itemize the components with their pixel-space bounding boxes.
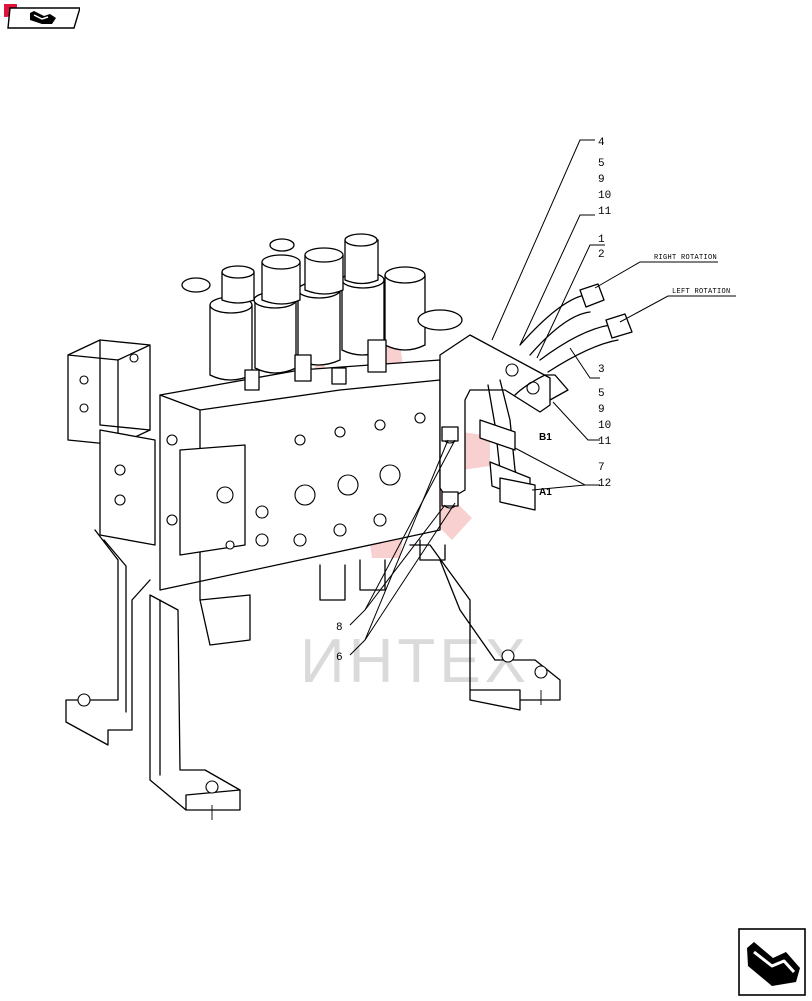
callout-8: 8 bbox=[336, 622, 343, 634]
callout-2: 2 bbox=[598, 249, 605, 261]
solenoid-coils bbox=[181, 233, 463, 381]
auxiliary-valve-block bbox=[67, 339, 156, 546]
port-a1-label: A1 bbox=[539, 487, 552, 498]
control-valve-body bbox=[159, 359, 446, 646]
leader-lines bbox=[349, 139, 736, 656]
right-rotation-label: RIGHT ROTATION bbox=[654, 254, 717, 262]
callout-9b: 9 bbox=[598, 404, 605, 416]
callout-9a: 9 bbox=[598, 174, 605, 186]
mounting-bracket bbox=[65, 529, 561, 820]
callout-3: 3 bbox=[598, 364, 605, 376]
left-rotation-label: LEFT ROTATION bbox=[672, 288, 731, 296]
callout-11b: 11 bbox=[598, 436, 612, 448]
callout-1: 1 bbox=[598, 234, 605, 246]
pressure-fittings bbox=[244, 339, 387, 391]
hydraulic-hoses bbox=[479, 283, 633, 511]
forward-arrow-icon bbox=[738, 928, 806, 996]
callout-11a: 11 bbox=[598, 206, 612, 218]
callout-7: 7 bbox=[598, 462, 605, 474]
port-b1-label: B1 bbox=[539, 432, 552, 443]
mounting-plate bbox=[439, 334, 551, 509]
callout-5b: 5 bbox=[598, 388, 605, 400]
callout-5a: 5 bbox=[598, 158, 605, 170]
callout-6: 6 bbox=[336, 652, 343, 664]
forward-nav-button[interactable] bbox=[738, 928, 806, 996]
callout-10a: 10 bbox=[598, 190, 611, 202]
callout-10b: 10 bbox=[598, 420, 611, 432]
back-arrow-icon bbox=[0, 0, 81, 29]
callout-4: 4 bbox=[598, 137, 605, 149]
valve-ports bbox=[255, 412, 426, 547]
watermark-text: ИНТЕХ bbox=[300, 627, 530, 696]
callout-12: 12 bbox=[598, 478, 611, 490]
back-nav-button[interactable] bbox=[0, 0, 81, 30]
